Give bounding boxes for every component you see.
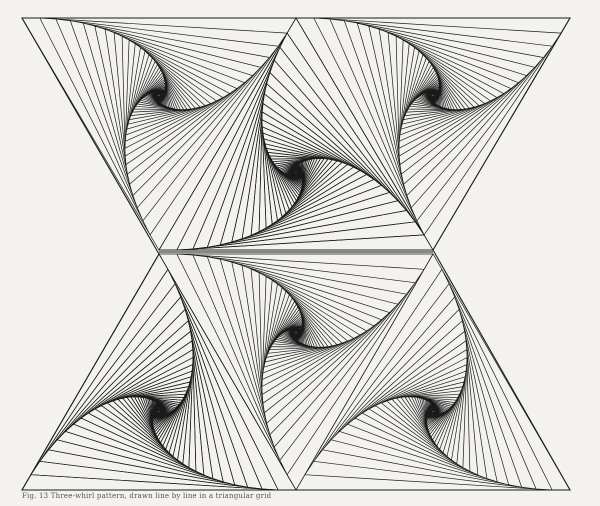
whirl-triangle [21,253,297,491]
outer-frame [21,17,571,491]
whirl-triangle [295,253,571,491]
whirl-triangle [158,253,434,491]
whirl-lines [21,253,297,491]
whirl-lines [295,253,571,491]
whirl-lines [158,253,434,491]
whirl-triangles [21,17,571,491]
whirl-lines [295,17,571,251]
whirl-triangle [21,253,297,491]
whirl-triangle [295,17,571,251]
whirl-triangle [21,17,297,251]
whirl-lines [158,17,434,251]
whirl-triangle [158,17,434,251]
whirl-lines [21,17,297,251]
whirl-lines [21,253,297,491]
figure-caption: Fig. 13 Three-whirl pattern, drawn line … [22,492,272,500]
